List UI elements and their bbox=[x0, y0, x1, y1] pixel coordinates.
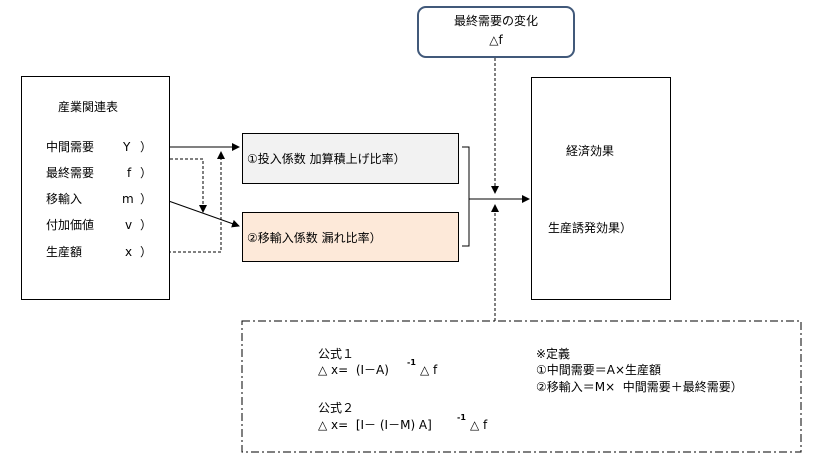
row-var-intermediate-demand: Y bbox=[123, 140, 131, 154]
formula1-exponent: -1 bbox=[407, 358, 416, 367]
economic-effect-box: 経済効果 生産誘発効果） bbox=[531, 77, 671, 300]
formula1-title: 公式１ bbox=[318, 347, 355, 361]
formula2-title: 公式２ bbox=[318, 401, 355, 415]
final-demand-change-box: 最終需要の変化 △f bbox=[417, 6, 575, 58]
io-table-title: 産業関連表 bbox=[58, 100, 119, 114]
definitions-title: ※定義 bbox=[536, 347, 571, 361]
row-label-value-added: 付加価値 bbox=[46, 218, 95, 232]
economic-effect-title: 経済効果 bbox=[566, 144, 615, 158]
row-var-imports: m bbox=[122, 192, 134, 206]
definition-intermediate-demand: ①中間需要＝A×生産額 bbox=[536, 363, 662, 377]
definition-imports: ②移輸入＝M× 中間需要＋最終需要） bbox=[536, 380, 743, 394]
arrow-to-import-coefficient bbox=[162, 198, 240, 228]
import-coefficient-box: ②移輸入係数 漏れ比率） bbox=[242, 212, 459, 262]
row-var-value-added: v bbox=[125, 218, 133, 232]
input-coefficient-label: ①投入係数 加算積上げ比率） bbox=[247, 152, 406, 166]
final-demand-change-title: 最終需要の変化 bbox=[453, 14, 538, 28]
formula1-tail: △ f bbox=[420, 363, 438, 377]
row-paren-production: ） bbox=[140, 245, 153, 259]
formula2-tail: △ f bbox=[470, 418, 488, 432]
formula2-body: △ x= [I－ (I－M) A] bbox=[318, 418, 432, 432]
io-table-box bbox=[21, 76, 170, 300]
row-var-production: x bbox=[125, 245, 133, 259]
row-label-imports: 移輸入 bbox=[46, 192, 83, 206]
dashed-link-production bbox=[163, 151, 225, 253]
economic-effect-subtitle: 生産誘発効果） bbox=[548, 221, 633, 235]
formula2-exponent: -1 bbox=[457, 413, 466, 422]
coefficient-brace bbox=[462, 146, 470, 247]
row-paren-intermediate-demand: ） bbox=[140, 140, 153, 154]
row-label-final-demand: 最終需要 bbox=[46, 166, 95, 180]
import-coefficient-label: ②移輸入係数 漏れ比率） bbox=[247, 231, 382, 245]
row-paren-imports: ） bbox=[140, 192, 153, 206]
row-label-production: 生産額 bbox=[46, 245, 83, 259]
input-coefficient-box: ①投入係数 加算積上げ比率） bbox=[242, 133, 459, 184]
row-label-intermediate-demand: 中間需要 bbox=[46, 140, 95, 154]
formula1-body: △ x= (I－A) bbox=[318, 363, 389, 377]
row-paren-value-added: ） bbox=[140, 218, 153, 232]
row-paren-final-demand: ） bbox=[140, 166, 153, 180]
dashed-link-final-demand bbox=[160, 158, 207, 213]
row-var-final-demand: f bbox=[127, 166, 132, 180]
formula-box-border bbox=[241, 320, 802, 453]
final-demand-change-symbol: △f bbox=[489, 33, 503, 47]
